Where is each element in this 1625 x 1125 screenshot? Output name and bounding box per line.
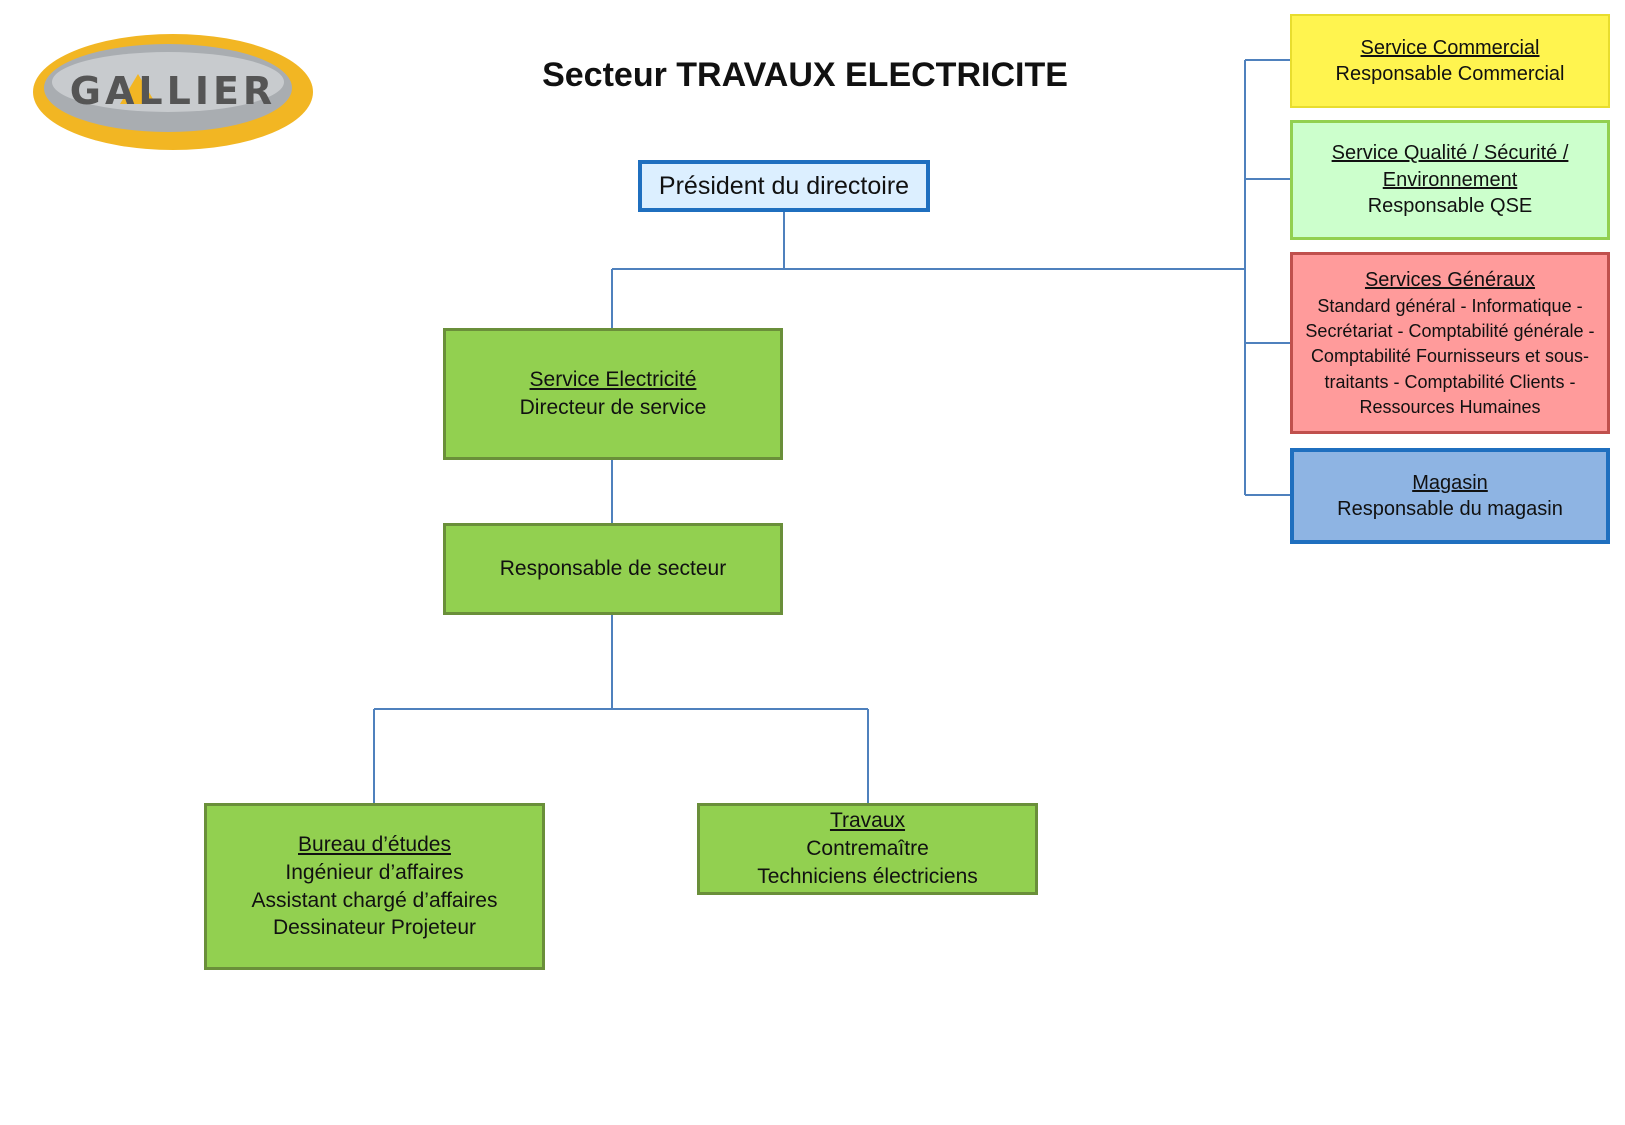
services-generaux-box: Services Généraux Standard général - Inf…	[1290, 252, 1610, 434]
service-electricite-box: Service Electricité Directeur de service	[443, 328, 783, 460]
services-generaux-detail: Standard général - Informatique - Secrét…	[1305, 296, 1595, 417]
service-commercial-role: Responsable Commercial	[1335, 63, 1565, 85]
bureau-etudes-name: Bureau d’études	[298, 833, 451, 857]
service-qse-role: Responsable QSE	[1367, 195, 1533, 218]
magasin-role: Responsable du magasin	[1337, 498, 1563, 520]
president-label: Président du directoire	[658, 171, 910, 200]
bureau-etudes-role: Assistant chargé d’affaires	[251, 888, 498, 912]
service-qse-box: Service Qualité / Sécurité / Environneme…	[1290, 120, 1610, 240]
president-box: Président du directoire	[638, 160, 930, 212]
responsable-secteur-label: Responsable de secteur	[499, 557, 727, 581]
bureau-etudes-role: Ingénieur d’affaires	[285, 860, 464, 884]
magasin-name: Magasin	[1412, 471, 1488, 494]
service-electricite-name: Service Electricité	[529, 368, 697, 392]
logo-emblem	[33, 34, 313, 150]
page-title: Secteur TRAVAUX ELECTRICITE	[542, 56, 1068, 94]
bureau-etudes-role: Dessinateur Projeteur	[272, 916, 477, 940]
service-commercial-name: Service Commercial	[1360, 36, 1540, 59]
logo-text: GALLIER	[69, 68, 277, 113]
services-generaux-name: Services Généraux	[1364, 269, 1536, 292]
service-qse-name: Service Qualité / Sécurité / Environneme…	[1331, 142, 1569, 191]
travaux-role: Techniciens électriciens	[757, 864, 978, 888]
magasin-box: Magasin Responsable du magasin	[1290, 448, 1610, 544]
travaux-box: Travaux Contremaître Techniciens électri…	[697, 803, 1038, 895]
service-electricite-role: Directeur de service	[519, 396, 707, 419]
company-logo: GALLIER	[28, 28, 318, 153]
bureau-etudes-box: Bureau d’études Ingénieur d’affaires Ass…	[204, 803, 545, 970]
travaux-name: Travaux	[829, 809, 906, 833]
travaux-role: Contremaître	[806, 837, 929, 861]
responsable-secteur-box: Responsable de secteur	[443, 523, 783, 615]
service-commercial-box: Service Commercial Responsable Commercia…	[1290, 14, 1610, 108]
